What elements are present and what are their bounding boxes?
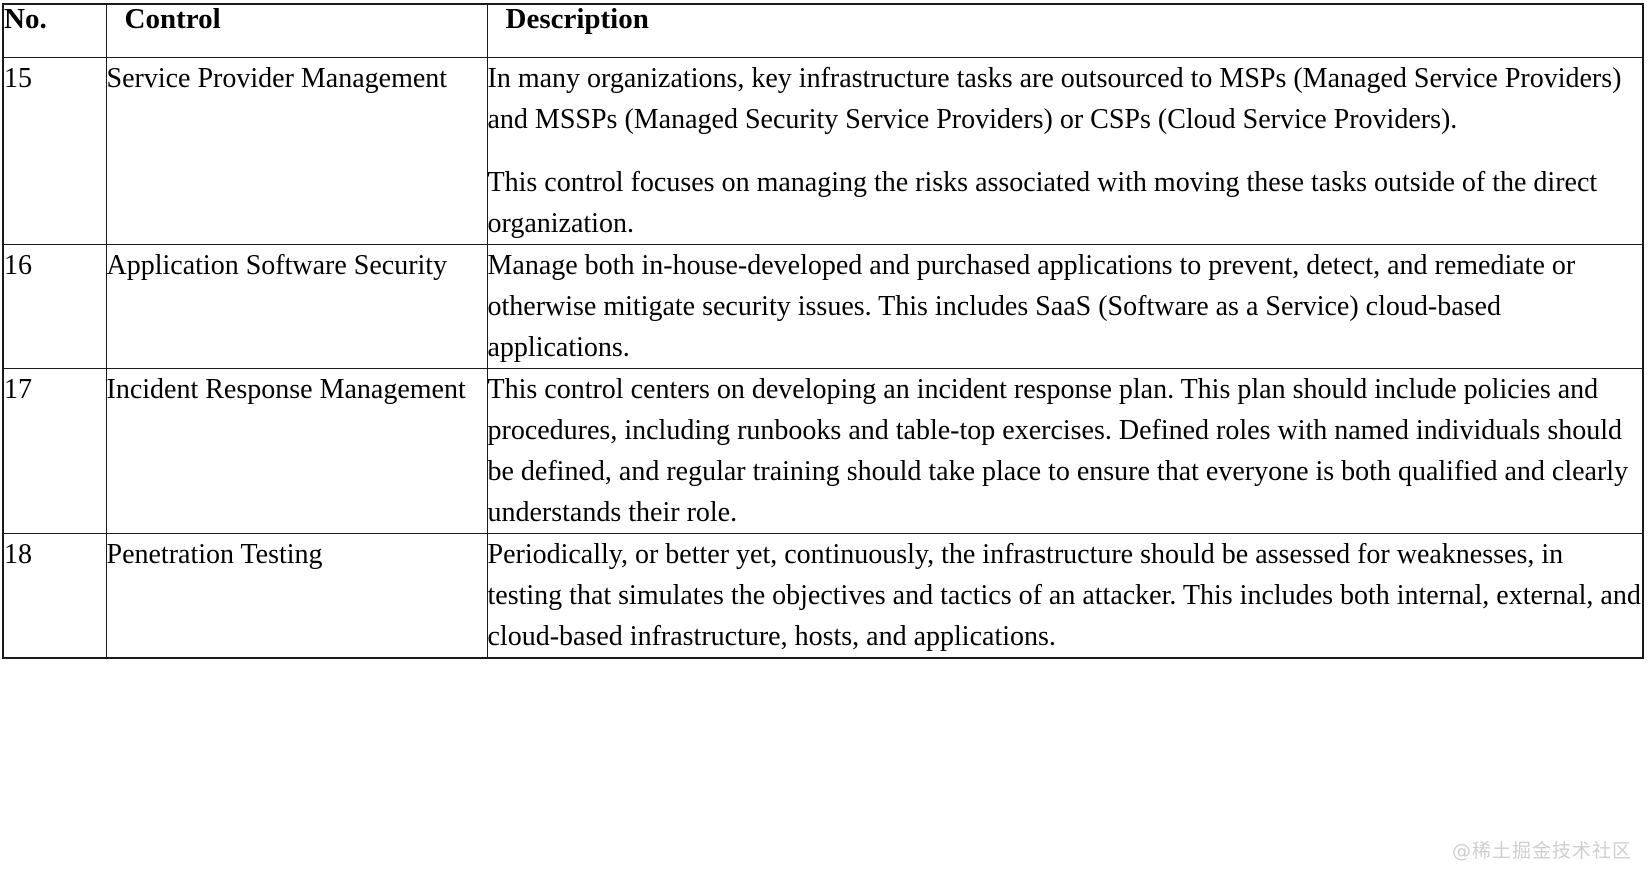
cell-control-number: 18 bbox=[2, 532, 107, 658]
controls-table-container: No. Control Description 15 Service Provi… bbox=[2, 3, 1644, 864]
cell-control-number: 17 bbox=[2, 367, 107, 534]
cell-control-description: This control centers on developing an in… bbox=[486, 367, 1644, 534]
table-row: 17 Incident Response Management This con… bbox=[2, 367, 1644, 534]
cell-control-description: Periodically, or better yet, continuousl… bbox=[486, 532, 1644, 658]
cell-control-description: Manage both in-house-developed and purch… bbox=[486, 243, 1644, 369]
description-paragraph: This control centers on developing an in… bbox=[487, 373, 1629, 528]
table-row: 16 Application Software Security Manage … bbox=[2, 243, 1644, 369]
column-header-description: Description bbox=[486, 3, 1644, 58]
cell-control-description: In many organizations, key infrastructur… bbox=[486, 56, 1644, 245]
description-paragraph: Periodically, or better yet, continuousl… bbox=[487, 538, 1641, 652]
column-header-no: No. bbox=[2, 3, 107, 58]
column-header-control: Control bbox=[105, 3, 488, 58]
description-paragraph: Manage both in-house-developed and purch… bbox=[487, 249, 1576, 363]
cell-control-number: 16 bbox=[2, 243, 107, 369]
cell-control-number: 15 bbox=[2, 56, 107, 245]
cell-control-name: Service Provider Management bbox=[105, 56, 488, 245]
cell-control-name: Penetration Testing bbox=[105, 532, 488, 658]
cis-controls-table: No. Control Description 15 Service Provi… bbox=[2, 3, 1644, 659]
table-row: 18 Penetration Testing Periodically, or … bbox=[2, 532, 1644, 658]
cell-control-name: Application Software Security bbox=[105, 243, 488, 369]
description-paragraph: In many organizations, key infrastructur… bbox=[487, 62, 1622, 135]
cell-control-name: Incident Response Management bbox=[105, 367, 488, 534]
table-header-row: No. Control Description bbox=[2, 3, 1644, 58]
table-row: 15 Service Provider Management In many o… bbox=[2, 56, 1644, 245]
description-paragraph: This control focuses on managing the ris… bbox=[487, 166, 1598, 239]
table-body: 15 Service Provider Management In many o… bbox=[2, 56, 1644, 658]
table-header: No. Control Description bbox=[2, 3, 1644, 58]
